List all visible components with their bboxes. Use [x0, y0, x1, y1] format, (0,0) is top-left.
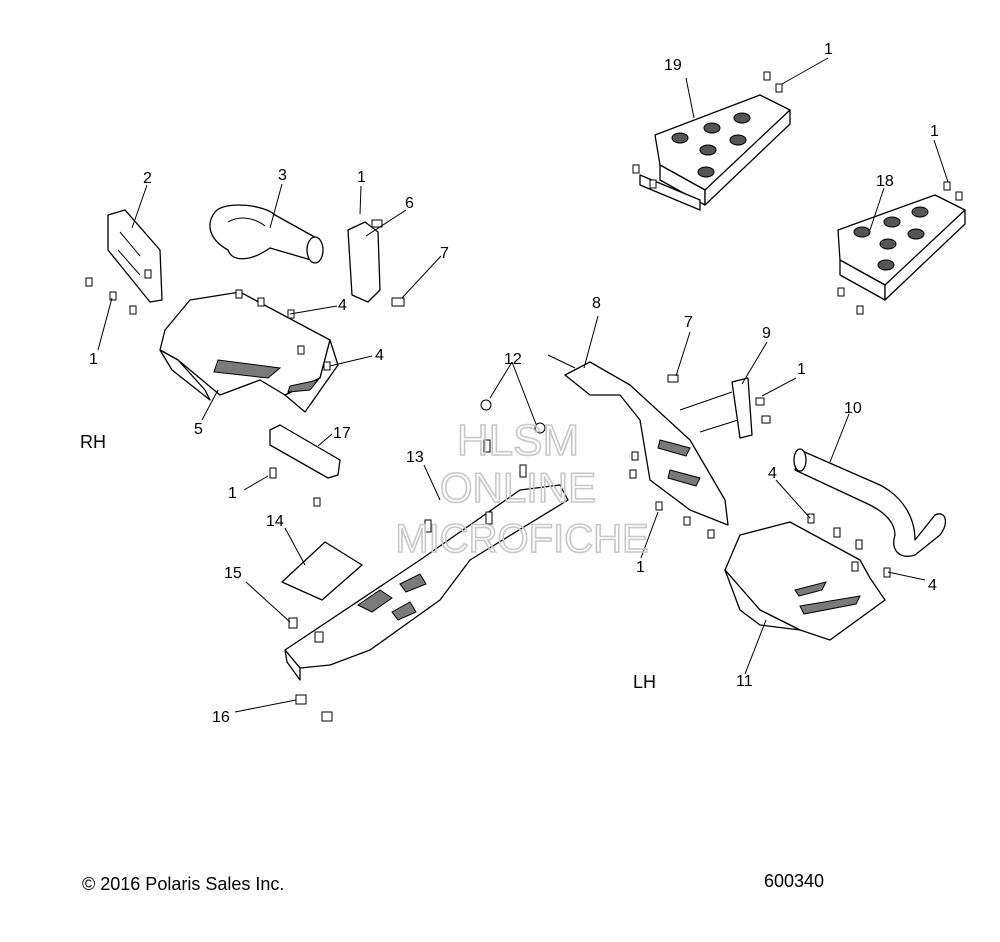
fastener-bolts-9 [755, 397, 771, 424]
watermark-line-2: ONLINE [440, 464, 596, 511]
callout-15: 15 [224, 565, 242, 582]
callout-18: 18 [876, 173, 894, 190]
callout-1-c: 1 [228, 485, 237, 502]
part-10-exhaust-pipe[interactable] [793, 448, 947, 557]
callout-1-a: 1 [357, 169, 366, 186]
part-8-bracket[interactable] [547, 354, 729, 526]
callout-2: 2 [143, 170, 152, 187]
part-11-skid-plate[interactable] [724, 521, 886, 641]
fastener-bolts-11 [807, 513, 891, 578]
callout-12: 12 [504, 351, 522, 368]
callout-4-b: 4 [375, 347, 384, 364]
callout-1-f: 1 [824, 41, 833, 58]
callout-1-b: 1 [89, 351, 98, 368]
part-14-decal[interactable] [281, 541, 363, 601]
fastener-bolt-1-top [371, 219, 383, 228]
side-label-rh: RH [80, 432, 106, 452]
part-12-nuts [480, 399, 546, 434]
callout-17: 17 [333, 425, 351, 442]
side-label-lh: LH [633, 672, 656, 692]
part-9-bracket[interactable] [679, 377, 753, 439]
callout-7-b: 7 [684, 314, 693, 331]
watermark: HLSM ONLINE MICROFICHE [395, 415, 650, 562]
callout-4-d: 4 [928, 577, 937, 594]
fastener-bolt-7 [391, 297, 405, 307]
callout-11: 11 [736, 673, 753, 690]
callout-1-d: 1 [797, 361, 806, 378]
callout-7-a: 7 [440, 245, 449, 262]
part-6-bracket[interactable] [347, 221, 381, 303]
fastener-bolts-18 [837, 181, 963, 315]
fastener-bolts-8 [629, 374, 715, 539]
callout-5: 5 [194, 421, 203, 438]
part-3-exhaust-pipe[interactable] [209, 204, 324, 264]
callout-1-e: 1 [636, 559, 645, 576]
callout-labels: 2 3 1 6 7 1 4 4 5 17 1 12 13 14 15 16 8 … [89, 41, 939, 726]
callout-9: 9 [762, 325, 771, 342]
part-15-bolt [288, 617, 324, 643]
callout-14: 14 [266, 513, 284, 530]
callout-leaders [97, 57, 949, 713]
part-16-clips [295, 694, 333, 722]
part-2-bracket[interactable] [107, 209, 163, 303]
watermark-line-1: HLSM [457, 416, 579, 465]
fastener-bolts-2 [85, 269, 152, 315]
callout-1-g: 1 [930, 123, 939, 140]
drawing-number: 600340 [764, 871, 824, 891]
callout-8: 8 [592, 295, 601, 312]
copyright-text: © 2016 Polaris Sales Inc. [82, 874, 284, 894]
callout-4-c: 4 [768, 465, 777, 482]
fastener-bolts-19 [632, 71, 783, 189]
callout-19: 19 [664, 57, 682, 74]
part-17-bracket[interactable] [269, 424, 341, 479]
callout-4-a: 4 [338, 297, 347, 314]
callout-10: 10 [844, 400, 862, 417]
callout-3: 3 [278, 167, 287, 184]
callout-16: 16 [212, 709, 230, 726]
watermark-line-3: MICROFICHE [395, 517, 648, 561]
callout-13: 13 [406, 449, 424, 466]
part-19-heat-shield[interactable] [639, 94, 791, 211]
fastener-bolts-17 [269, 467, 321, 507]
fastener-bolts-13 [424, 439, 527, 533]
callout-6: 6 [405, 195, 414, 212]
part-18-heat-shield[interactable] [837, 194, 966, 301]
